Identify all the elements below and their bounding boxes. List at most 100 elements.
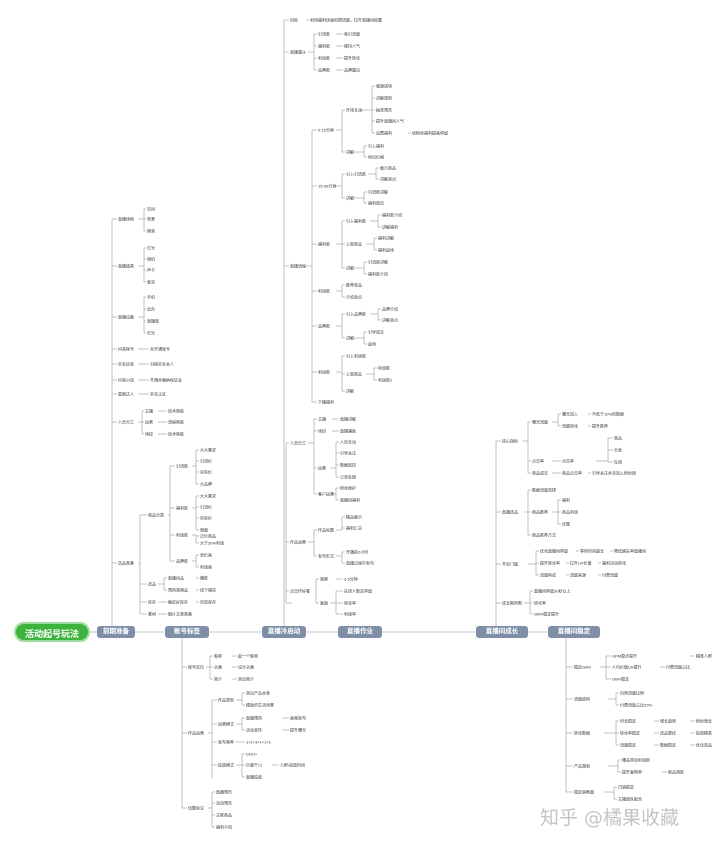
node-s2-p4[interactable]: 利润款: [318, 288, 330, 294]
node-s4-b2[interactable]: 商品推荐: [532, 509, 548, 515]
node-s2-p5b[interactable]: 讲解: [346, 335, 354, 341]
node-s0-n8a1c-0[interactable]: 大众需求: [200, 447, 216, 453]
node-s5-c[interactable]: 转化数据: [574, 730, 590, 736]
node-s1-ac-2[interactable]: 简介: [214, 676, 222, 682]
section-live-growth[interactable]: 直播间成长: [476, 626, 528, 638]
node-s0-n8ccc[interactable]: 实现库存: [200, 599, 216, 605]
node-s0-n0c-2[interactable]: 隔音: [147, 228, 155, 234]
node-s1-b2c-0[interactable]: 直播预热: [246, 715, 262, 721]
node-s5-dcc[interactable]: 新品测款: [668, 769, 684, 775]
node-s2-p5[interactable]: 品牌款: [318, 323, 330, 329]
node-s2-p1ac-4[interactable]: 设置福利: [376, 130, 392, 136]
node-s0-n7c-1[interactable]: 运营: [145, 419, 153, 425]
node-s5-d[interactable]: 产品策划: [574, 763, 590, 769]
node-s3-accc-1[interactable]: 引导关注: [340, 450, 356, 456]
node-s3-c[interactable]: 点击作好看: [290, 588, 310, 594]
node-s5-cc-1[interactable]: 转化率稳定: [620, 730, 640, 736]
node-s2-p3a[interactable]: 引入福利款: [346, 218, 366, 224]
node-s4-c1c[interactable]: 等待时间超长: [580, 548, 604, 554]
node-s0-n2c-3[interactable]: 灯光: [147, 330, 155, 336]
node-s0-n8a2c-1[interactable]: 引流价: [200, 504, 212, 510]
node-s2-p3ac-1[interactable]: 讲解福利: [382, 224, 398, 230]
node-s1-b4cc[interactable]: 人群/投放时间: [280, 762, 306, 768]
node-s1-b[interactable]: 作品运营: [188, 730, 204, 736]
node-s2-p1bc-0[interactable]: 引入福利: [368, 143, 384, 149]
node-s0-n0[interactable]: 直播场地: [118, 216, 134, 222]
node-s0-n8bcc-1[interactable]: 线下铺货: [200, 587, 216, 593]
node-s0-n2c-2[interactable]: 直播架: [147, 318, 159, 324]
node-s0-n1c-0[interactable]: 灯光: [147, 245, 155, 251]
node-s2-p6b[interactable]: 上架商品: [346, 371, 362, 377]
node-s0-n4[interactable]: 实名信息: [118, 361, 134, 367]
node-s0-n8a2[interactable]: 福利款: [176, 505, 188, 511]
node-s2-p2ac-1[interactable]: 讲解卖点: [380, 176, 396, 182]
node-s1-b1c-1[interactable]: 精致的生活场景: [246, 702, 274, 708]
node-s2-funnelc-1[interactable]: 福利款: [318, 43, 330, 49]
node-s5-ccc-0[interactable]: 增长趋势: [660, 718, 676, 724]
node-s2-p6bc-1[interactable]: 利润款2: [378, 377, 393, 383]
node-s0-n8a2c-3[interactable]: 限量: [200, 527, 208, 533]
node-s3-acc-1[interactable]: 直播辅助: [340, 428, 356, 434]
node-s2-p5bc-0[interactable]: 引导成交: [368, 329, 384, 335]
node-s0-n8a3c-1[interactable]: 大于30%利润: [200, 540, 225, 546]
node-s2-p7[interactable]: 下播福利: [318, 399, 334, 405]
node-s3-c2c-2[interactable]: 利润率: [344, 611, 356, 617]
node-s2-funnelcc-2[interactable]: 提升转化: [344, 55, 360, 61]
node-s0-n3cc[interactable]: 未开通账号: [150, 346, 170, 352]
node-s0-n1c-3[interactable]: 麦克: [147, 279, 155, 285]
node-s3-accc-2[interactable]: 数据监控: [340, 462, 356, 468]
node-s4-c3cc[interactable]: 付费流量: [602, 572, 618, 578]
node-s2-p1[interactable]: 0-15分钟: [318, 127, 335, 133]
node-s1-a[interactable]: 账号定位: [188, 664, 204, 670]
node-s2-p2[interactable]: 15-30分钟: [318, 183, 337, 189]
node-s0-n5c[interactable]: 开通并缴纳保证金: [150, 377, 182, 383]
node-s0-n8[interactable]: 货品准备: [118, 560, 134, 566]
node-s3-acc-0[interactable]: 直播讲解: [340, 416, 356, 422]
node-s3-b[interactable]: 作品运营: [290, 539, 306, 545]
node-s4-c2[interactable]: 提升转化率: [540, 560, 560, 566]
node-s0-n3[interactable]: 抖音账号: [118, 346, 134, 352]
node-s4-a[interactable]: 核心指标: [502, 438, 518, 444]
node-s4-d[interactable]: 成长期判断: [502, 600, 522, 606]
node-s5-dc-1[interactable]: 提升复购率: [622, 769, 642, 775]
node-s4-c2c[interactable]: 拉升UV价值: [570, 560, 592, 566]
node-s0-n1c-1[interactable]: 相机: [147, 256, 155, 262]
node-s3-b2c-1[interactable]: 直播过程中发布: [346, 560, 374, 566]
node-s3-c2[interactable]: 复盘: [320, 600, 328, 606]
node-s3-ac-2[interactable]: 运营: [318, 465, 326, 471]
node-s0-n8a1c-1[interactable]: 引流价: [200, 458, 212, 464]
node-s3-a4c-0[interactable]: 粉丝维护: [340, 485, 356, 491]
node-s0-n4c[interactable]: 对接实名本人: [150, 361, 174, 367]
node-s0-n8bc-0[interactable]: 直播间品: [168, 575, 184, 581]
node-s4-a2cc-0[interactable]: 商品: [614, 435, 622, 441]
node-s0-n2c-0[interactable]: 手机: [147, 294, 155, 300]
node-s0-n8a2c-2[interactable]: 实际价: [200, 515, 212, 521]
node-s2-p2ac-0[interactable]: 展示商品: [380, 165, 396, 171]
node-s4-b2c-0[interactable]: 福利: [562, 497, 570, 503]
node-s0-n2[interactable]: 直播设备: [118, 314, 134, 320]
node-s2-p1ac-1[interactable]: 讲解规则: [376, 95, 392, 101]
node-s0-n8a1c-2[interactable]: 实际价: [200, 469, 212, 475]
node-s4-a3[interactable]: 商品成交: [532, 470, 548, 476]
section-account-tags[interactable]: 账号标签: [165, 626, 209, 638]
node-s5-cccc-0[interactable]: 粉丝增长: [696, 718, 712, 724]
node-s2-p3ac-0[interactable]: 福利款介绍: [382, 212, 402, 218]
node-s2-flow[interactable]: 直播流程: [290, 263, 306, 269]
node-s5-ccc-1[interactable]: 选品更优: [660, 730, 676, 736]
node-s2-p2bc-0[interactable]: 引流款讲解: [368, 189, 388, 195]
node-s2-p1ac-0[interactable]: 感谢进场: [376, 83, 392, 89]
node-s4-b2c-1[interactable]: 商品利润: [562, 509, 578, 515]
node-s1-b4c-2[interactable]: 直播投放: [246, 774, 262, 780]
node-s2-p5bc-1[interactable]: 返场: [368, 341, 376, 347]
node-s0-n8a4c-1[interactable]: 利润高: [200, 564, 212, 570]
node-s0-n8c[interactable]: 库存: [148, 599, 156, 605]
node-s0-n7[interactable]: 人员分工: [118, 419, 134, 425]
node-s3-c1c[interactable]: 3-5分钟: [344, 576, 358, 582]
node-s2-p1a[interactable]: 开场互动: [346, 107, 362, 113]
node-s0-n8cc[interactable]: 确定好库存: [168, 599, 188, 605]
node-s2-p1ac-2[interactable]: 抽奖预告: [376, 107, 392, 113]
node-s2-p4c-1[interactable]: 介绍卖点: [346, 294, 362, 300]
node-s2-funnelc-3[interactable]: 品牌款: [318, 67, 330, 73]
node-s4-c1[interactable]: 优化直播间停留: [540, 548, 568, 554]
node-s0-n7cc-0[interactable]: 话术熟练: [168, 408, 184, 414]
